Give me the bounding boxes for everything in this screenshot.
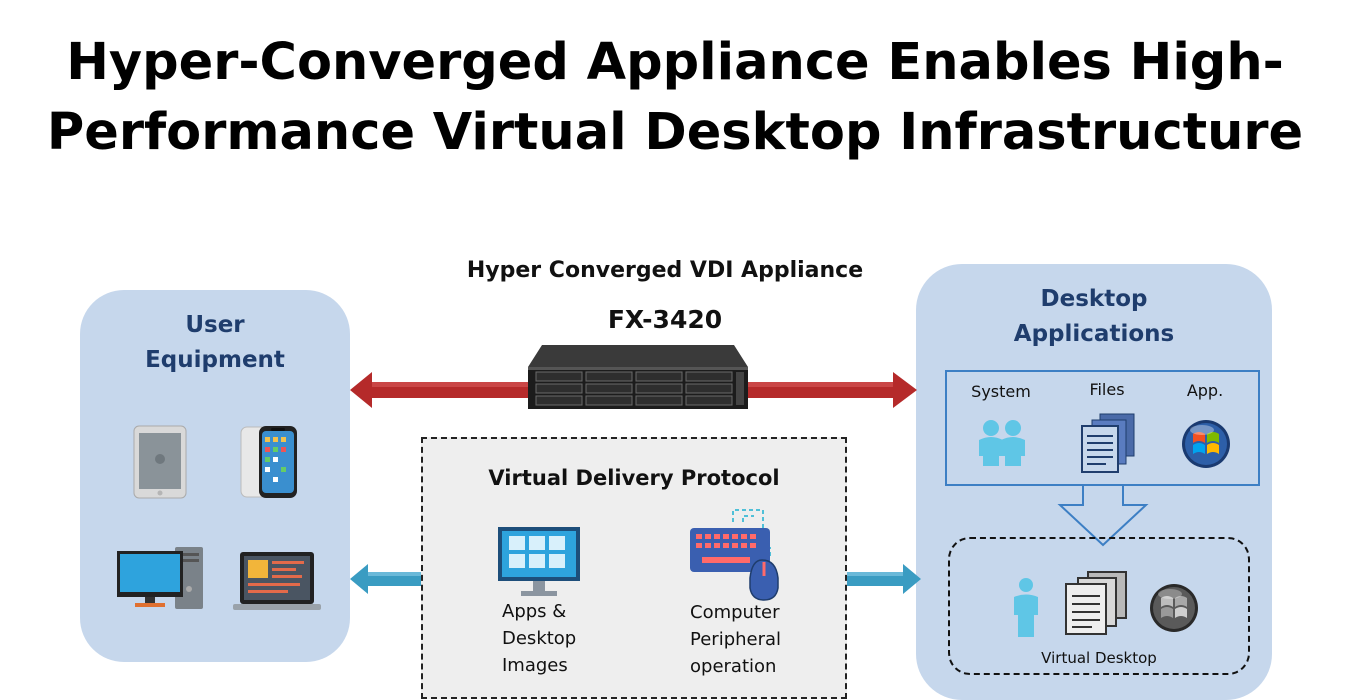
virtual-desktop-label: Virtual Desktop (1041, 649, 1157, 667)
app-label: App. (1186, 381, 1224, 400)
documents-icon (1081, 413, 1135, 473)
caption-line: operation (690, 656, 777, 677)
keyboard-mouse-icon (690, 509, 779, 601)
down-arrow-shape (1057, 484, 1149, 547)
user-icon (1014, 578, 1038, 637)
caption-line: Apps & (502, 601, 567, 622)
caption-line: Desktop (502, 628, 577, 649)
blue-arrow-left-shape (350, 564, 425, 594)
virtual-desktop-box (948, 537, 1250, 675)
users-icon (979, 420, 1025, 466)
down-arrow (1057, 484, 1149, 547)
caption-line: Peripheral (690, 629, 782, 650)
virtual-documents-icon (1065, 571, 1127, 635)
files-label: Files (1089, 380, 1125, 399)
title-line-1: Hyper-Converged Appliance Enables High- (66, 33, 1284, 92)
desktop-pc-icon (117, 547, 203, 609)
desktop-applications-title-line-2: Applications (1013, 321, 1175, 347)
system-label: System (971, 382, 1031, 401)
monitor-apps-icon (498, 527, 580, 596)
desktop-applications-title: Desktop Applications (916, 282, 1272, 352)
desktop-applications-title-line-1: Desktop (1040, 286, 1148, 312)
apps-desktop-images-caption: Apps & Desktop Images (502, 598, 576, 679)
blue-arrow-left (350, 564, 425, 594)
appliance-model: FX-3420 (607, 305, 723, 334)
tablet-icon (133, 425, 187, 499)
caption-line: Images (502, 655, 568, 676)
server-appliance-icon (528, 345, 748, 409)
blue-arrow-right-shape (846, 564, 921, 594)
laptop-icon (233, 552, 321, 610)
windows-logo-icon (1182, 420, 1230, 468)
page-title: Hyper-Converged Appliance Enables High- … (0, 28, 1350, 168)
user-equipment-panel: User Equipment (80, 290, 350, 662)
virtual-windows-logo-icon (1150, 584, 1198, 632)
title-line-2: Performance Virtual Desktop Infrastructu… (46, 103, 1304, 162)
blue-arrow-right (846, 564, 921, 594)
smartphone-icon (240, 426, 297, 498)
computer-peripheral-operation-caption: Computer Peripheral operation (690, 599, 781, 680)
user-equipment-title: User Equipment (80, 308, 350, 378)
appliance-label: Hyper Converged VDI Appliance (466, 258, 864, 283)
user-equipment-title-line-2: Equipment (145, 347, 285, 373)
virtual-delivery-protocol-title: Virtual Delivery Protocol (488, 466, 780, 490)
user-equipment-title-line-1: User (185, 312, 245, 338)
caption-line: Computer (690, 602, 780, 623)
